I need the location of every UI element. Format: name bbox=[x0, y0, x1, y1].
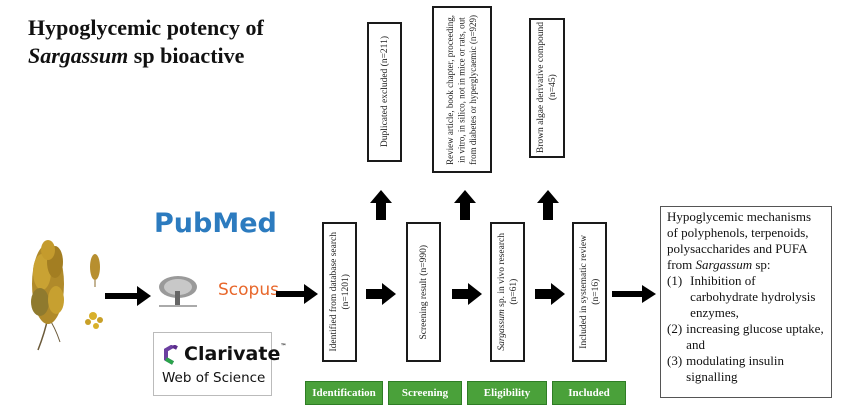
duplicates-excluded-box: Duplicated excluded (n=211) bbox=[367, 22, 402, 162]
hypoglycemic-mechanisms-box: Hypoglycemic mechanisms of polyphenols, … bbox=[660, 206, 832, 398]
elsevier-tree-logo bbox=[157, 275, 199, 309]
pubmed-label: PubMed bbox=[154, 208, 277, 239]
screening-box: Screening result (n=990) bbox=[406, 222, 441, 362]
arrow-to-databases bbox=[105, 286, 151, 306]
screening-excluded-text: Review article, book chapter, proceeding… bbox=[444, 14, 478, 165]
arrow-up-screening-excluded bbox=[454, 190, 476, 220]
mechanism-text: increasing glucose uptake, and bbox=[686, 321, 824, 352]
clarivate-text: Clarivate bbox=[184, 343, 281, 365]
stage-identification: Identification bbox=[305, 381, 383, 405]
included-box: Included in systematic review (n=16) bbox=[572, 222, 607, 362]
mechanism-item-3: (3)modulating insulin signalling bbox=[667, 353, 825, 385]
mechanism-item-2: (2)increasing glucose uptake, and bbox=[667, 321, 825, 353]
scopus-logo: Scopus bbox=[218, 280, 279, 300]
screening-box-text: Screening result (n=990) bbox=[418, 244, 429, 340]
stage-eligibility: Eligibility bbox=[467, 381, 547, 405]
arrow-up-duplicates bbox=[370, 190, 392, 220]
arrow-eligibility-to-included bbox=[535, 283, 565, 305]
mechanisms-intro-text: Hypoglycemic mechanisms of polyphenols, … bbox=[667, 209, 812, 272]
duplicates-excluded-text: Duplicated excluded (n=211) bbox=[379, 36, 390, 148]
title-rest: sp bioactive bbox=[128, 43, 245, 68]
clarivate-label: Clarivate™ bbox=[184, 343, 286, 365]
web-of-science-logo: Clarivate™ Web of Science bbox=[153, 332, 286, 396]
pubmed-logo: PubMed bbox=[154, 208, 277, 239]
arrow-up-eligibility-excluded bbox=[537, 190, 559, 220]
clarivate-icon bbox=[164, 345, 178, 365]
eligibility-excluded-box: Brown algae derivative compound (n=45) bbox=[529, 18, 565, 158]
title-genus: Sargassum bbox=[28, 43, 129, 68]
scopus-label: Scopus bbox=[218, 280, 279, 300]
eligibility-box-text: Sargassum sp. in vivo research (n=61) bbox=[496, 233, 520, 351]
seaweed-leaf bbox=[90, 254, 100, 287]
eligibility-genus: Sargassum bbox=[496, 309, 507, 351]
seaweed-main-plant bbox=[31, 240, 64, 351]
seaweed-sprig bbox=[85, 312, 103, 329]
mechanisms-intro-genus: Sargassum bbox=[695, 257, 753, 272]
mechanism-item-1: (1) Inhibition of carbohydrate hydrolysis… bbox=[667, 273, 825, 321]
included-box-text: Included in systematic review (n=16) bbox=[578, 235, 601, 349]
mechanisms-intro-suffix: sp: bbox=[752, 257, 771, 272]
screening-excluded-box: Review article, book chapter, proceeding… bbox=[432, 6, 492, 173]
title-line-2: Sargassum sp bioactive bbox=[28, 42, 264, 70]
trademark-symbol: ™ bbox=[280, 343, 287, 350]
mechanism-number: (3) bbox=[667, 353, 683, 368]
stage-included: Included bbox=[552, 381, 626, 405]
mechanism-number: (1) bbox=[667, 273, 683, 288]
arrow-screening-to-eligibility bbox=[452, 283, 482, 305]
mechanisms-intro: Hypoglycemic mechanisms of polyphenols, … bbox=[667, 209, 825, 273]
eligibility-rest: sp. in vivo research (n=61) bbox=[496, 233, 519, 308]
eligibility-box: Sargassum sp. in vivo research (n=61) bbox=[490, 222, 525, 362]
title-line-1: Hypoglycemic potency of bbox=[28, 15, 264, 40]
diagram-title: Hypoglycemic potency of Sargassum sp bio… bbox=[28, 14, 264, 70]
sargassum-seaweed-image bbox=[31, 240, 103, 351]
eligibility-excluded-text: Brown algae derivative compound (n=45) bbox=[536, 22, 558, 154]
web-of-science-label: Web of Science bbox=[162, 370, 266, 386]
mechanism-text: Inhibition of carbohydrate hydrolysis en… bbox=[690, 273, 816, 320]
stage-screening: Screening bbox=[388, 381, 462, 405]
arrow-to-identification bbox=[276, 284, 318, 304]
identification-box: Identified from database search (n=1201) bbox=[322, 222, 357, 362]
identification-box-text: Identified from database search (n=1201) bbox=[328, 232, 351, 352]
arrow-to-results bbox=[612, 285, 656, 303]
mechanism-text: modulating insulin signalling bbox=[686, 353, 785, 384]
mechanism-number: (2) bbox=[667, 321, 683, 336]
arrow-identification-to-screening bbox=[366, 283, 396, 305]
